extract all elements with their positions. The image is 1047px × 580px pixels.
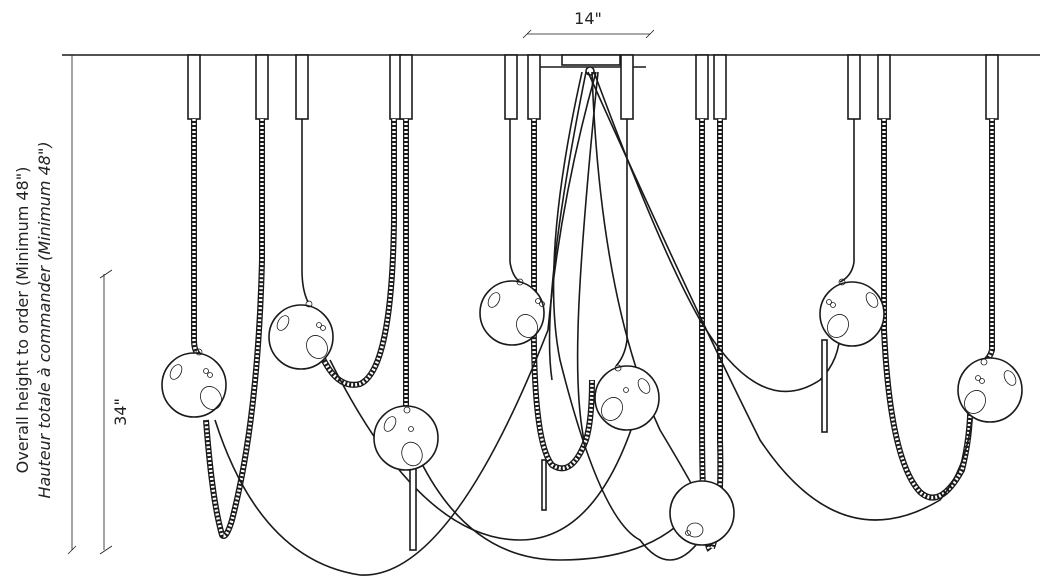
globe-1 (161, 348, 227, 418)
canopy-width-dimension: 14" (522, 9, 655, 39)
globe-4 (479, 278, 545, 346)
overall-height-dimension (67, 54, 77, 555)
overall-height-label-en: Overall height to order (Minimum 48") (13, 167, 32, 474)
overall-height-label-fr: Hauteur totale à commander (Minimum 48") (35, 141, 54, 498)
thin-cables (214, 71, 973, 576)
drop-length-dimension: 34" (99, 269, 130, 555)
globe-3 (373, 405, 439, 471)
braided-cables (191, 119, 995, 552)
globe-7 (819, 278, 885, 347)
globe-2 (268, 300, 334, 370)
globe-6 (669, 480, 735, 546)
ceiling-tubes (187, 54, 999, 120)
glass-globes (161, 278, 1023, 546)
globe-5 (594, 364, 660, 431)
globe-8 (957, 357, 1023, 423)
drop-length-label: 34" (111, 398, 130, 426)
canopy-width-label: 14" (574, 9, 602, 28)
